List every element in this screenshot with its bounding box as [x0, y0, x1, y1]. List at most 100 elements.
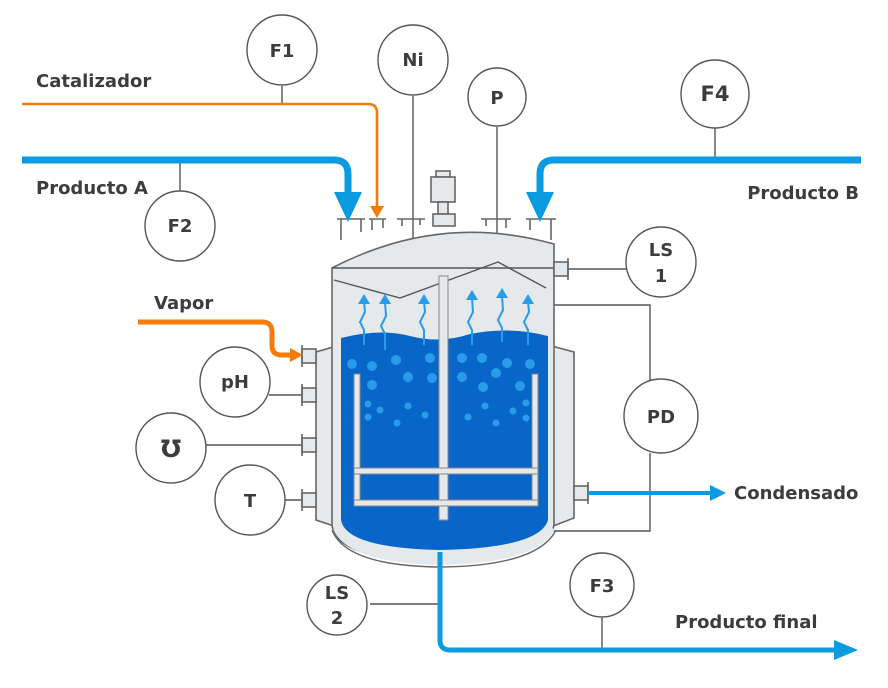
bubble: [477, 353, 487, 363]
nozzle-ni: [397, 218, 425, 226]
instrument-pd[interactable]: PD: [623, 378, 699, 454]
instrument-ls1[interactable]: LS 1: [625, 226, 697, 298]
instrument-circle: [135, 412, 207, 484]
bubble: [347, 359, 357, 369]
vapor-arrowhead: [290, 348, 303, 362]
nozzle-condensate: [573, 485, 589, 501]
bubble: [502, 358, 512, 368]
vapor-arrowhead: [358, 294, 370, 304]
instrument-label: PD: [647, 407, 675, 428]
instrument-label-line2: 2: [331, 608, 344, 629]
producto-final-arrowhead: [834, 640, 858, 660]
producto-b-arrowhead: [526, 192, 554, 222]
bubble: [364, 413, 372, 421]
instrument-t[interactable]: T: [214, 464, 286, 536]
nozzle-agitation: [301, 437, 317, 453]
vapor-pipe[interactable]: [138, 319, 292, 358]
bubble: [522, 399, 530, 407]
instrument-circle: [144, 190, 216, 262]
bubble: [457, 372, 467, 382]
instrument-label: F2: [168, 216, 193, 237]
catalizador-arrowhead: [370, 206, 384, 218]
pd-upper-connector: [542, 304, 651, 380]
nozzle-t: [301, 492, 317, 508]
bubble: [367, 361, 377, 371]
nozzle-ls1: [553, 261, 569, 277]
agitator-shaft: [438, 275, 449, 521]
producto-a-pipe[interactable]: [22, 156, 352, 194]
vapor-wave: [496, 295, 505, 342]
instrument-label-line2: 1: [655, 266, 668, 287]
bubble: [364, 400, 372, 408]
agitator: [353, 275, 539, 521]
motor: [430, 170, 456, 227]
motor-base: [432, 213, 456, 227]
bubble: [391, 355, 401, 365]
producto-a-arrowhead: [334, 192, 362, 222]
vapor-arrowhead: [379, 294, 391, 304]
instrument-ni[interactable]: Ni: [377, 24, 449, 96]
instrument-circle: [199, 346, 271, 418]
nozzle-b: [526, 218, 556, 240]
motor-body: [430, 176, 456, 203]
instrument-label: F3: [590, 576, 615, 597]
instrument-f2[interactable]: F2: [144, 190, 216, 262]
instrument-f4[interactable]: F4: [680, 59, 750, 129]
bubble: [478, 382, 488, 392]
vapor-arrowheads: [358, 288, 534, 304]
nozzle-ph: [301, 387, 317, 403]
bubble: [425, 353, 435, 363]
bubble: [393, 419, 401, 427]
producto-final-pipe[interactable]: [437, 552, 836, 653]
bubble: [376, 406, 384, 414]
catalizador-pipe[interactable]: [22, 102, 379, 206]
instrument-label-line1: LS: [325, 583, 349, 604]
motor-cap: [435, 170, 451, 178]
bubble: [522, 414, 530, 422]
instrument-circle: [467, 67, 527, 127]
bubble: [427, 373, 437, 383]
instrument-label: T: [244, 491, 257, 512]
headspace-baffle: [333, 261, 547, 299]
producto-b-pipe[interactable]: [536, 156, 861, 194]
instrument-p[interactable]: P: [467, 67, 527, 127]
bubble: [525, 359, 535, 369]
agitator-blade-right: [531, 373, 539, 505]
instrument-agitation[interactable]: Ʊ: [135, 412, 207, 484]
instrument-circle: [625, 226, 697, 298]
side-nozzles: [301, 258, 589, 511]
bubble: [509, 407, 517, 415]
instrument-label: Ni: [402, 50, 423, 71]
instrument-circle: [569, 552, 635, 618]
instrument-f1[interactable]: F1: [246, 14, 318, 86]
vapor-arrowhead: [496, 288, 508, 298]
motor-shaft: [437, 201, 449, 215]
instrument-label-line1: LS: [649, 240, 673, 261]
nozzle-vapor: [301, 348, 317, 364]
vapor-arrowhead: [418, 294, 430, 304]
vapor-wave: [418, 301, 427, 345]
agitator-crossbar-bottom: [353, 499, 539, 507]
instrument-f3[interactable]: F3: [569, 552, 635, 618]
bubble: [492, 419, 500, 427]
agitator-blade-left: [353, 373, 361, 505]
nozzle-catalyst: [369, 218, 386, 230]
instrument-ph[interactable]: pH: [199, 346, 271, 418]
pd-lower-connector: [548, 453, 651, 532]
vapor-wave: [466, 297, 475, 345]
vapor-wave: [522, 301, 531, 345]
nozzle-p: [481, 218, 511, 228]
vapor-arrowhead: [466, 290, 478, 300]
label-producto-final: Producto final: [675, 612, 818, 633]
bubble: [403, 372, 413, 382]
label-catalizador: Catalizador: [36, 71, 151, 92]
instrument-label: F4: [701, 82, 730, 106]
instrument-circle: [306, 574, 368, 636]
instrument-ls2[interactable]: LS 2: [306, 574, 368, 636]
condensado-arrowhead: [710, 485, 726, 501]
bubbles: [347, 353, 535, 427]
instrument-circle: [377, 24, 449, 96]
instrument-circle: [623, 378, 699, 454]
